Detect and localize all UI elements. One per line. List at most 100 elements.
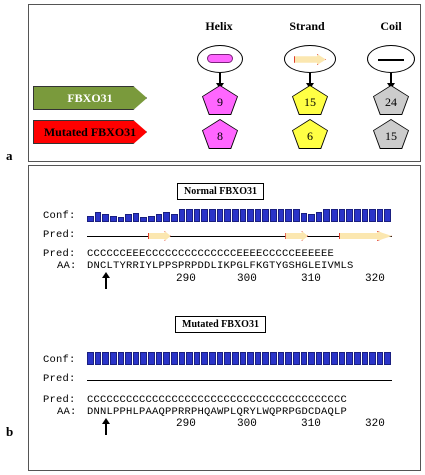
confidence-bar (224, 209, 231, 222)
panel-b: Normal FBXO31 Conf: Pred: Pred: CCCCCCEE… (28, 165, 421, 471)
confidence-bar (292, 352, 300, 365)
column-header-helix: Helix (205, 19, 233, 33)
tick-label: 290 (176, 273, 196, 285)
normal-title: Normal FBXO31 (177, 183, 265, 200)
confidence-bar (125, 214, 132, 222)
confidence-bar (117, 216, 125, 222)
confidence-bar (346, 352, 353, 365)
confidence-bar (384, 209, 391, 222)
confidence-bar (270, 352, 277, 365)
confidence-bar (148, 215, 155, 222)
confidence-bar (109, 215, 117, 222)
confidence-bar (117, 352, 125, 365)
confidence-bar (193, 209, 201, 222)
confidence-bar (239, 209, 247, 222)
coil-count-mutated: 15 (373, 119, 409, 149)
confidence-bar (102, 214, 109, 222)
confidence-bar (163, 211, 170, 222)
confidence-bar (216, 352, 224, 365)
coil-icon (367, 45, 415, 73)
confidence-bar (346, 209, 353, 222)
confidence-bar (163, 352, 170, 365)
confidence-bar (361, 209, 369, 222)
tick-label: 320 (365, 273, 385, 285)
confidence-bar (148, 352, 155, 365)
confidence-bar (247, 352, 254, 365)
confidence-bar (87, 215, 94, 222)
confidence-bar (376, 352, 384, 365)
confidence-bar (247, 209, 254, 222)
strand-arrow-icon (148, 231, 171, 241)
normal-aa-sequence: DNCLTYRRIYLPPSPRPDDLIKPGLFKGTYGSHGLEIVML… (87, 260, 354, 272)
helix-count-mutated: 8 (202, 119, 238, 149)
helix-icon (197, 45, 243, 73)
row-label-mutated-fbxo31: Mutated FBXO31 (33, 120, 147, 144)
confidence-bar (140, 216, 147, 222)
confidence-bar (224, 352, 231, 365)
confidence-bar (300, 212, 308, 222)
confidence-bar (331, 352, 338, 365)
confidence-bar (193, 352, 201, 365)
confidence-bar (209, 209, 216, 222)
strand-count-fbxo31: 15 (292, 85, 328, 115)
confidence-bar (262, 352, 269, 365)
mutation-site-arrow-icon (102, 418, 110, 435)
confidence-bar (338, 352, 346, 365)
confidence-bar (254, 209, 262, 222)
mutated-title: Mutated FBXO31 (175, 316, 266, 333)
confidence-bar (94, 211, 102, 222)
confidence-bar (178, 352, 186, 365)
confidence-bar (308, 214, 315, 222)
pred-label: Pred: (43, 373, 76, 385)
strand-icon (284, 45, 336, 73)
confidence-bar (292, 209, 300, 222)
panel-label-b: b (6, 424, 14, 439)
tick-label: 320 (365, 418, 385, 430)
tick-label: 310 (301, 418, 321, 430)
conf-label: Conf: (43, 210, 76, 222)
column-header-coil: Coil (380, 19, 402, 33)
confidence-bar (239, 352, 247, 365)
confidence-bar (300, 352, 308, 365)
confidence-bar (132, 352, 140, 365)
mutated-prediction-line (87, 380, 392, 381)
confidence-bar (376, 209, 384, 222)
confidence-bar (308, 352, 315, 365)
panel-a: Helix Strand Coil FBXO31 9 15 24 Mutated… (28, 4, 421, 162)
tick-label: 300 (237, 418, 257, 430)
tick-label: 310 (301, 273, 321, 285)
strand-count-mutated: 6 (292, 119, 328, 149)
conf-label: Conf: (43, 354, 76, 366)
confidence-bar (216, 209, 224, 222)
normal-confidence-bars (87, 209, 392, 222)
confidence-bar (323, 352, 330, 365)
confidence-bar (178, 209, 186, 222)
mutated-pred-sequence: CCCCCCCCCCCCCCCCCCCCCCCCCCCCCCCCCCCCCCCC (87, 394, 348, 406)
confidence-bar (170, 214, 178, 222)
confidence-bar (277, 352, 285, 365)
confidence-bar (277, 209, 285, 222)
confidence-bar (315, 352, 323, 365)
confidence-bar (315, 211, 323, 222)
pred-label: Pred: (43, 229, 76, 241)
confidence-bar (353, 209, 361, 222)
confidence-bar (369, 209, 376, 222)
arrow-down-icon (306, 73, 314, 89)
strand-arrow-icon (285, 231, 309, 241)
mutation-site-arrow-icon (102, 272, 110, 289)
normal-pred-sequence: CCCCCCEEECCCCCCCCCCCCCCEEEECCCCCEEEEEE (87, 248, 335, 260)
mutated-confidence-bars (87, 352, 392, 365)
tick-label: 300 (237, 273, 257, 285)
confidence-bar (201, 209, 208, 222)
confidence-bar (186, 209, 193, 222)
confidence-bar (94, 352, 102, 365)
coil-count-fbxo31: 24 (373, 85, 409, 115)
aa-label: AA: (57, 406, 77, 418)
confidence-bar (361, 352, 369, 365)
confidence-bar (201, 352, 208, 365)
confidence-bar (369, 352, 376, 365)
confidence-bar (285, 352, 292, 365)
confidence-bar (155, 214, 163, 222)
confidence-bar (125, 352, 132, 365)
confidence-bar (186, 352, 193, 365)
